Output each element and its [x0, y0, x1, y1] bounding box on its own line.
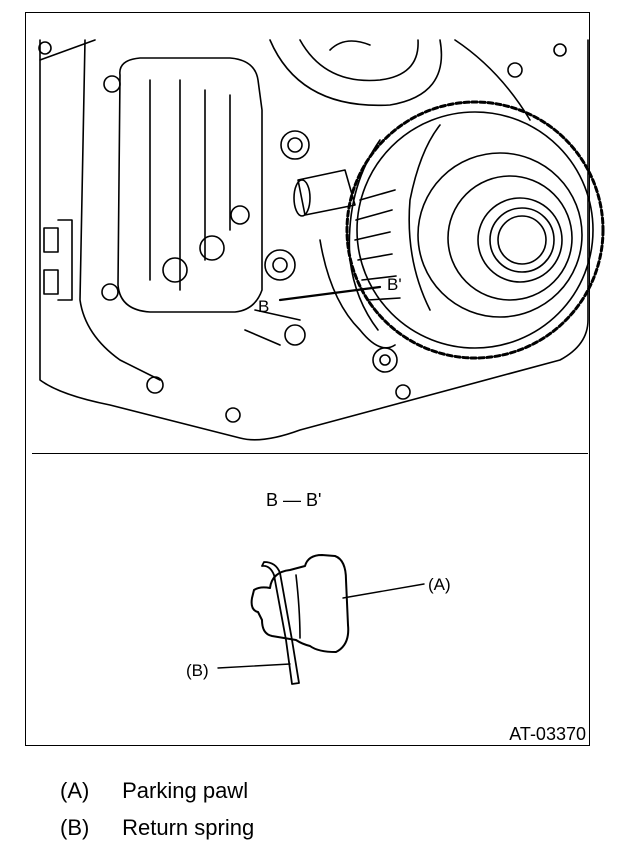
legend-key: (B): [60, 815, 90, 840]
callout-a-label: (A): [428, 575, 451, 594]
legend-key: (A): [60, 778, 90, 803]
figure-frame: [25, 12, 590, 746]
section-drawing: [217, 554, 425, 685]
leader-line-a: [342, 583, 425, 599]
legend-item: (B) Return spring: [60, 815, 254, 841]
legend-label: Parking pawl: [122, 778, 249, 803]
figure-id: AT-03370: [509, 724, 586, 744]
return-spring: [261, 561, 300, 685]
view-divider: [32, 453, 588, 454]
transmission-case: [38, 39, 589, 441]
output-gear: [345, 100, 605, 360]
leader-line-b: [217, 663, 291, 669]
section-marker-b: B: [258, 297, 270, 316]
legend-label: Return spring: [122, 815, 255, 840]
section-line-b: [278, 285, 382, 302]
legend-item: (A) Parking pawl: [60, 778, 248, 804]
section-title: B — B': [266, 490, 322, 510]
section-marker-b-prime: B': [387, 275, 402, 294]
callout-b-label: (B): [186, 661, 209, 680]
parking-pawl: [250, 554, 350, 653]
